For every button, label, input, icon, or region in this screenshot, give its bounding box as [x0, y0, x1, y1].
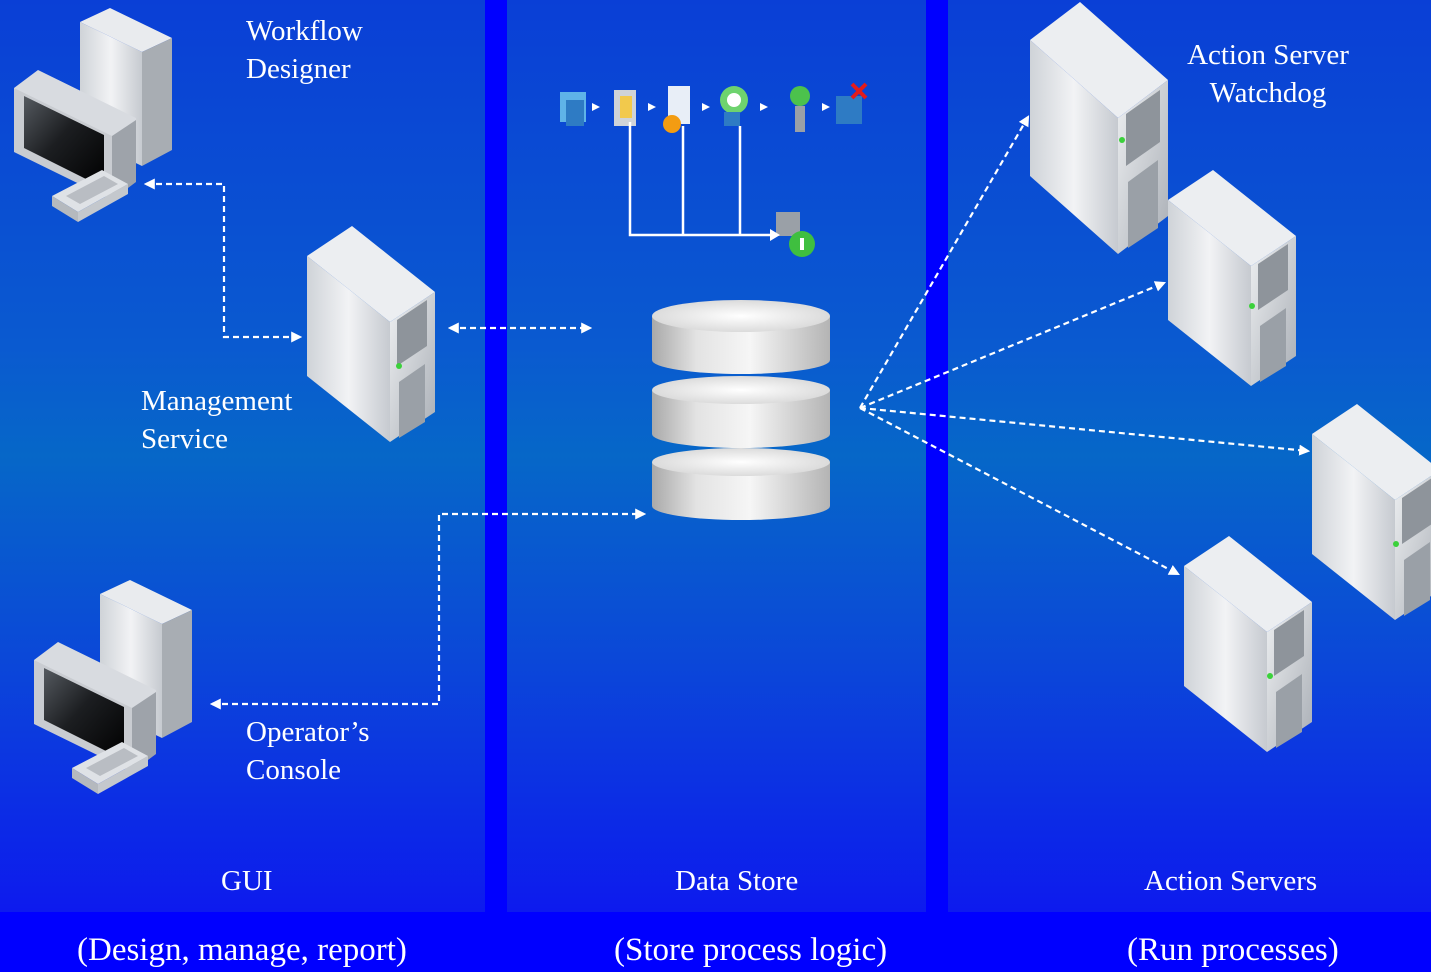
workflow-designer-line2: Designer [246, 53, 351, 85]
operators-console-line1: Operator’s [246, 716, 370, 748]
action-server-icon [1168, 170, 1296, 386]
action-server-watchdog-label: Action Server Watchdog [1173, 36, 1363, 112]
action-servers-subtitle: (Run processes) [1127, 932, 1339, 968]
action-server-watchdog-line2: Watchdog [1209, 77, 1327, 109]
action-servers-title: Action Servers [1144, 865, 1318, 897]
workflow-action-icons [560, 82, 868, 257]
workflow-designer-computer-icon [14, 8, 172, 222]
action-server-icon [1312, 404, 1431, 620]
management-service-line1: Management [141, 385, 293, 417]
operators-console-line2: Console [246, 754, 342, 786]
management-service-server-icon [307, 226, 435, 442]
management-service-line2: Service [141, 423, 228, 455]
action-server-watchdog-line1: Action Server [1187, 39, 1349, 71]
operators-console-computer-icon [34, 580, 192, 794]
data-store-title: Data Store [675, 865, 799, 897]
operators-console-label: Operator’s Console [246, 713, 369, 789]
workflow-designer-line1: Workflow [246, 15, 363, 47]
dashed-connectors [143, 115, 1311, 710]
workflow-designer-label: Workflow Designer [246, 12, 363, 88]
action-server-icon [1184, 536, 1312, 752]
gui-subtitle: (Design, manage, report) [77, 932, 407, 968]
action-server-watchdog-icon [1030, 2, 1168, 254]
data-store-subtitle: (Store process logic) [614, 932, 888, 968]
gui-title: GUI [221, 865, 273, 897]
database-icon [652, 300, 830, 520]
workflow-connector [628, 122, 780, 241]
management-service-label: Management Service [141, 382, 292, 458]
